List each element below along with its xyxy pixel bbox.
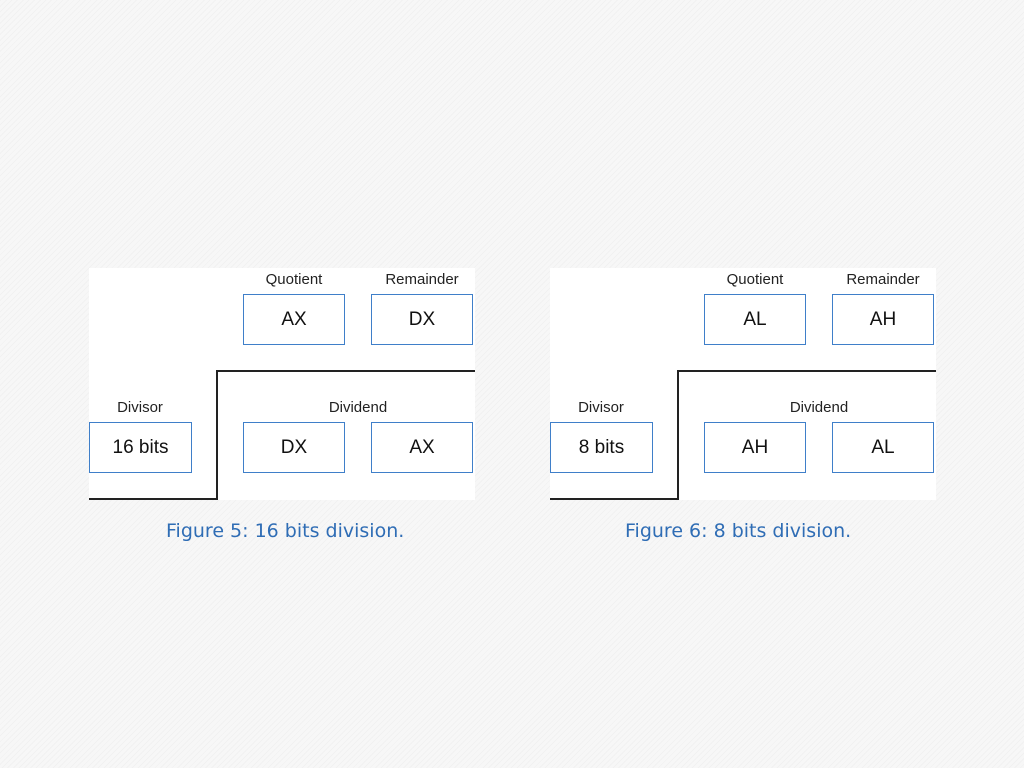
remainder-register-box: DX <box>371 294 473 345</box>
quotient-label: Quotient <box>726 271 784 288</box>
figure-6-caption: Figure 6: 8 bits division. <box>625 520 852 542</box>
remainder-label: Remainder <box>846 271 920 288</box>
dividend-high-box: AH <box>704 422 806 473</box>
figure-8-bit-division: Quotient Remainder AL AH Divisor Dividen… <box>550 268 936 500</box>
dividend-high-box: DX <box>243 422 345 473</box>
divisor-box: 16 bits <box>89 422 192 473</box>
dividend-low-box: AX <box>371 422 473 473</box>
divisor-label: Divisor <box>578 399 624 416</box>
divisor-box: 8 bits <box>550 422 653 473</box>
dividend-label: Dividend <box>789 399 849 416</box>
figure-16-bit-division: Quotient Remainder AX DX Divisor Dividen… <box>89 268 475 500</box>
division-bracket-line <box>550 370 936 500</box>
division-bracket-line <box>89 370 475 500</box>
divisor-label: Divisor <box>117 399 163 416</box>
dividend-label: Dividend <box>328 399 388 416</box>
remainder-label: Remainder <box>385 271 459 288</box>
dividend-low-box: AL <box>832 422 934 473</box>
quotient-label: Quotient <box>265 271 323 288</box>
quotient-register-box: AL <box>704 294 806 345</box>
quotient-register-box: AX <box>243 294 345 345</box>
remainder-register-box: AH <box>832 294 934 345</box>
figure-5-caption: Figure 5: 16 bits division. <box>166 520 405 542</box>
